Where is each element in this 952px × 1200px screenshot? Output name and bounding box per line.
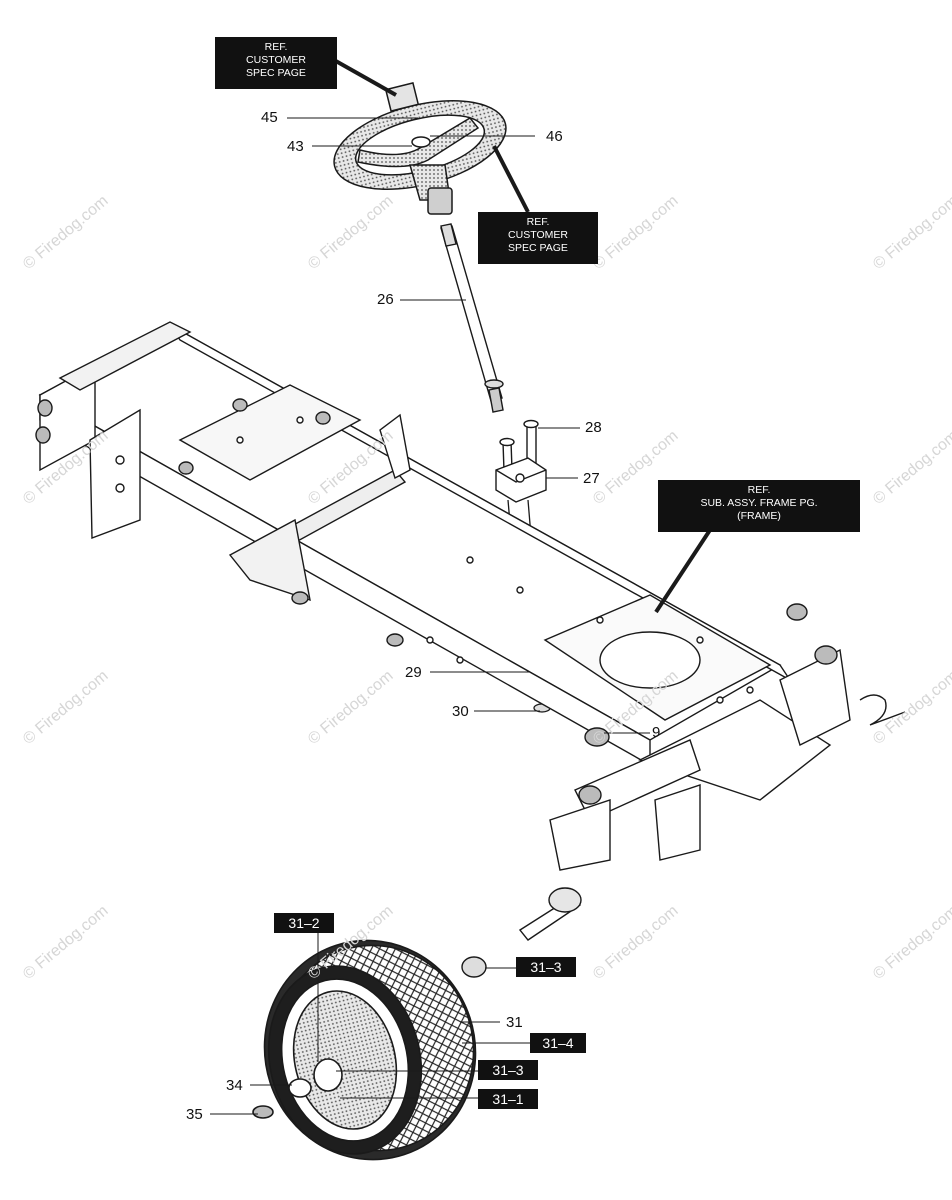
callout-9: 9 bbox=[652, 724, 661, 741]
ref-line-1: REF. bbox=[747, 484, 771, 496]
axle-spindle bbox=[461, 887, 582, 978]
tag-31-4: 31–4 bbox=[530, 1033, 586, 1053]
callout-31: 31 bbox=[506, 1014, 523, 1031]
callout-45: 45 bbox=[261, 109, 278, 126]
tag-31-3-upper: 31–3 bbox=[516, 957, 576, 977]
steering-bracket bbox=[495, 457, 547, 503]
ref-line-3: SPEC PAGE bbox=[246, 67, 306, 79]
steering-wheel bbox=[333, 82, 507, 215]
callout-43: 43 bbox=[287, 138, 304, 155]
callout-27: 27 bbox=[583, 470, 600, 487]
ref-line-2: SUB. ASSY. FRAME PG. bbox=[700, 497, 818, 509]
ref-box-customer-spec-right: REF. CUSTOMER SPEC PAGE bbox=[478, 212, 598, 264]
leader-lines bbox=[210, 58, 712, 1115]
ref-box-customer-spec-top-left: REF. CUSTOMER SPEC PAGE bbox=[215, 37, 337, 89]
callout-29: 29 bbox=[405, 664, 422, 681]
callout-34: 34 bbox=[226, 1077, 243, 1094]
tractor-frame bbox=[35, 321, 906, 871]
front-wheel bbox=[252, 939, 477, 1161]
tag-31-3-lower: 31–3 bbox=[478, 1060, 538, 1080]
steering-shaft bbox=[440, 223, 539, 472]
ref-line-1: REF. bbox=[264, 41, 288, 53]
callout-35: 35 bbox=[186, 1106, 203, 1123]
tag-31-2: 31–2 bbox=[274, 913, 334, 933]
ref-box-frame: REF. SUB. ASSY. FRAME PG. (FRAME) bbox=[658, 480, 860, 532]
callout-46: 46 bbox=[546, 128, 563, 145]
ref-line-1: REF. bbox=[526, 216, 550, 228]
ref-line-3: (FRAME) bbox=[737, 510, 781, 522]
ref-line-3: SPEC PAGE bbox=[508, 242, 568, 254]
ref-line-2: CUSTOMER bbox=[508, 229, 568, 241]
callout-28: 28 bbox=[585, 419, 602, 436]
tag-31-1: 31–1 bbox=[478, 1089, 538, 1109]
callout-26: 26 bbox=[377, 291, 394, 308]
callout-30: 30 bbox=[452, 703, 469, 720]
ref-line-2: CUSTOMER bbox=[246, 54, 306, 66]
